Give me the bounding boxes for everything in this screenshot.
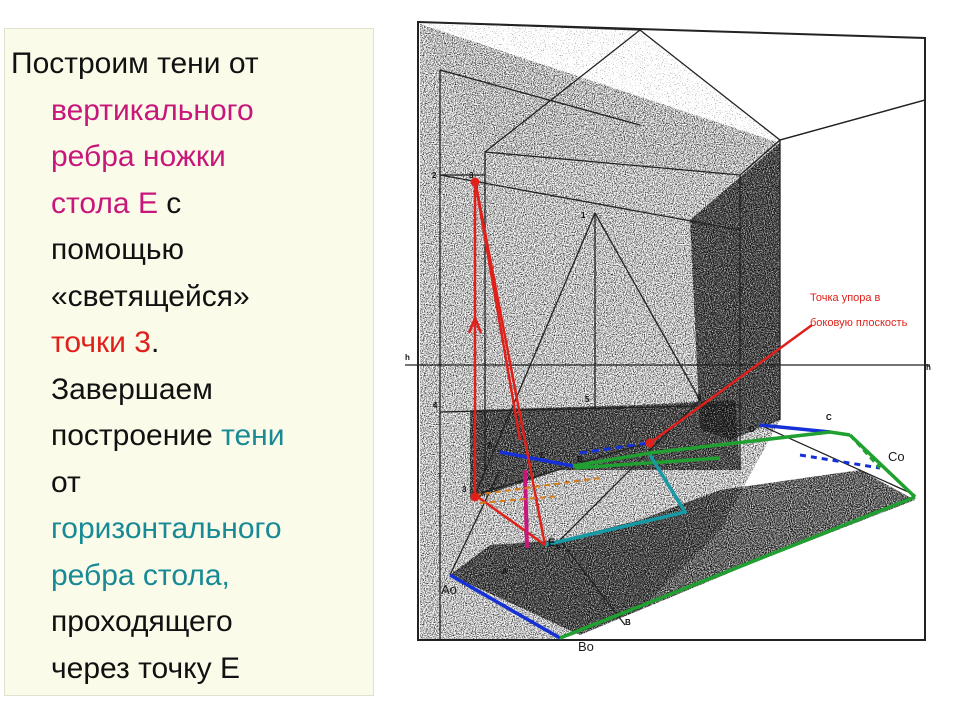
text-line-6: «светящейся» xyxy=(51,279,250,313)
ray-4 xyxy=(439,174,741,231)
ray-5 xyxy=(439,69,641,126)
ray-1 xyxy=(474,212,596,496)
red-ray-short xyxy=(473,179,522,441)
label-ao: Ао xyxy=(441,582,457,597)
orange-line-2 xyxy=(479,495,561,504)
point-labels: 2 3 1 4 5 6 3 А Е В D С А В h h xyxy=(405,171,931,627)
red-annotation-pointer xyxy=(649,323,813,445)
annotation-line-2: боковую плоскость xyxy=(810,317,908,329)
text-line-13: проходящего xyxy=(51,605,233,638)
point-support xyxy=(645,438,655,448)
annotation-line-1: Точка упора в xyxy=(810,292,881,304)
label-h-left: h xyxy=(405,353,410,362)
description-text: Построим тени от вертикального ребра нож… xyxy=(11,41,367,692)
text-line-3: ребра ножки xyxy=(51,140,226,173)
magenta-edge xyxy=(523,469,529,549)
ray-8 xyxy=(449,469,501,576)
text-line-5: помощью xyxy=(51,233,185,266)
text-line-4a: стола Е xyxy=(51,186,158,220)
label-e: Е xyxy=(540,451,546,460)
text-line-14: через точку Е xyxy=(51,651,240,685)
text-line-10: от xyxy=(51,465,81,499)
text-line-9a: построение xyxy=(51,419,222,452)
construction-lines xyxy=(405,21,930,640)
label-n3: 3 xyxy=(469,171,474,180)
label-d: D xyxy=(749,425,755,434)
teal-shadow-edge xyxy=(544,454,688,547)
red-lines xyxy=(473,179,813,547)
text-line-4b: с xyxy=(157,186,182,220)
ray-11 xyxy=(474,444,641,496)
text-line-8: Завершаем xyxy=(51,372,213,406)
text-line-9b: тени xyxy=(221,419,285,452)
text-line-12: ребра стола, xyxy=(51,558,230,592)
label-a0: А xyxy=(502,567,508,576)
shadow-edge-bo-co xyxy=(559,495,916,640)
right-wall-top xyxy=(779,99,926,141)
text-panel: Построим тени от вертикального ребра нож… xyxy=(4,28,374,696)
ray-2 xyxy=(594,212,701,401)
label-n5: 5 xyxy=(585,395,590,404)
orange-line-1 xyxy=(474,477,601,496)
ray-7 xyxy=(484,29,641,153)
text-line-7a: точки 3 xyxy=(51,326,151,359)
text-line-2: вертикального xyxy=(51,93,254,127)
label-co: Со xyxy=(888,449,905,464)
text-line-11: горизонтального xyxy=(51,512,282,545)
label-n6: 6 xyxy=(697,393,702,402)
edge-e-b xyxy=(499,450,574,468)
stippled-walls xyxy=(420,24,915,640)
label-bo: Во xyxy=(578,639,594,654)
edge-ao-bo xyxy=(449,573,561,640)
edge-d-c xyxy=(759,423,831,434)
label-bd: В xyxy=(625,618,631,627)
label-a: А xyxy=(487,441,493,450)
green-dashed-edge xyxy=(848,433,882,470)
ray-9 xyxy=(559,539,626,626)
table-edge-b-c xyxy=(572,430,851,468)
floor-stipple xyxy=(450,470,915,635)
label-n3b: 3 xyxy=(462,485,467,494)
text-line-1: Построим тени от xyxy=(11,47,259,80)
edge-co-dashed xyxy=(799,453,881,470)
point-3-upper xyxy=(470,177,480,187)
red-ray-3b-eo xyxy=(474,493,546,547)
label-n1: 1 xyxy=(581,211,586,220)
perspective-drawing: 2 3 1 4 5 6 3 А Е В D С А В h h Ао Во Со… xyxy=(405,20,931,654)
orange-dashed-lines xyxy=(474,477,601,504)
shadow-edge-mid xyxy=(574,456,721,470)
label-n2: 2 xyxy=(432,171,437,180)
red-arrowhead xyxy=(467,314,483,334)
blue-edges xyxy=(449,423,831,640)
shelf-line xyxy=(439,404,741,413)
label-b: В xyxy=(577,455,583,464)
ceiling-stipple xyxy=(420,24,780,175)
label-eo: Е xyxy=(548,537,555,549)
text-line-7b: . xyxy=(150,326,160,359)
label-n4: 4 xyxy=(433,401,438,410)
green-edges xyxy=(559,430,917,640)
label-c: С xyxy=(826,413,832,422)
label-eo-sub: о xyxy=(556,544,560,551)
point-3-lower xyxy=(470,492,480,502)
label-h-right: h xyxy=(926,363,931,372)
